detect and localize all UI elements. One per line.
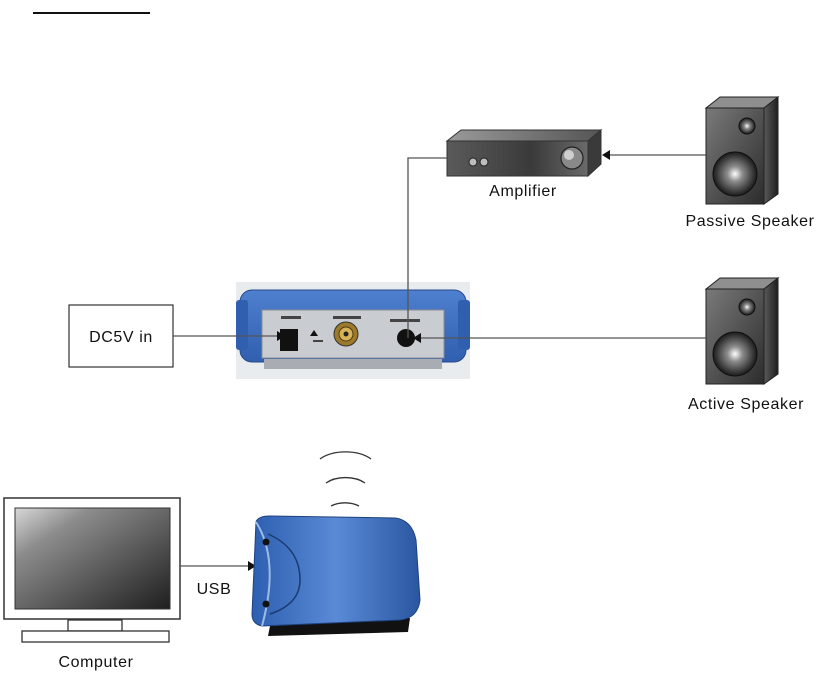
passive-speaker-label: Passive Speaker — [685, 213, 814, 230]
wireless-signal-icon — [320, 452, 371, 506]
dc-input-label: DC5V in — [89, 329, 153, 346]
speaker-icon — [706, 97, 778, 204]
bluetooth-dongle-icon — [252, 516, 420, 636]
amplifier-label: Amplifier — [489, 183, 557, 200]
speaker-icon — [706, 278, 778, 384]
monitor-icon — [4, 498, 180, 642]
active-speaker-label: Active Speaker — [688, 396, 804, 413]
usb-label: USB — [197, 581, 232, 598]
computer-label: Computer — [58, 654, 133, 671]
receiver-device-icon — [236, 282, 470, 379]
amplifier-icon — [447, 130, 601, 176]
